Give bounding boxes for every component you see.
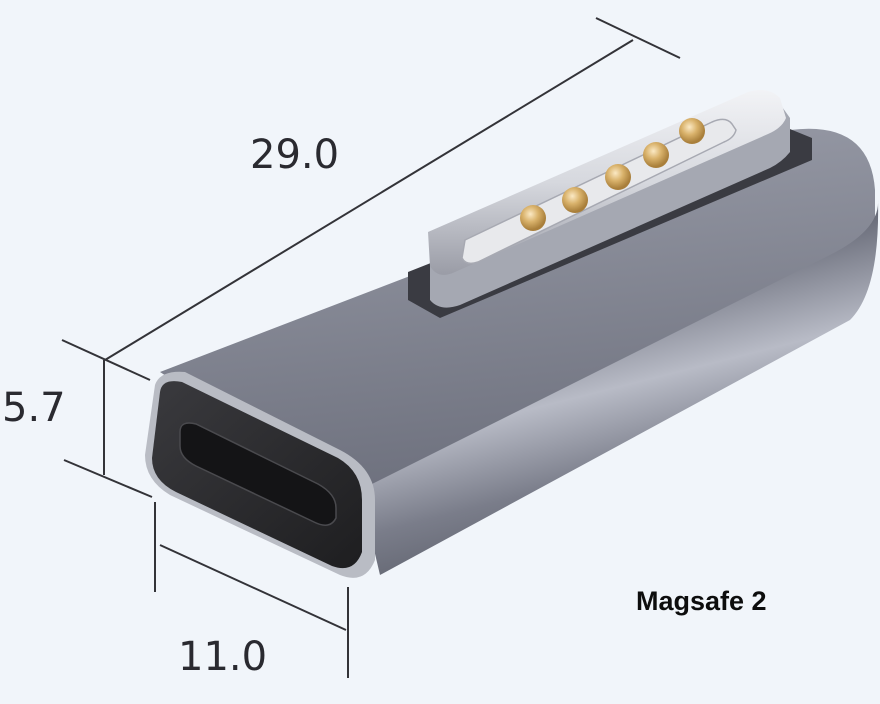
- dimension-lines: [61, 17, 681, 678]
- width-dimension-label: 11.0: [178, 634, 268, 680]
- magsafe-pins: [520, 118, 705, 231]
- pin-icon: [562, 187, 588, 213]
- product-name: Magsafe 2: [636, 586, 767, 616]
- pin-icon: [520, 205, 546, 231]
- height-dimension-label: 5.7: [2, 385, 66, 431]
- pin-icon: [643, 142, 669, 168]
- pin-icon: [679, 118, 705, 144]
- usb-c-port-face: [152, 381, 362, 569]
- length-dimension-label: 29.0: [250, 132, 340, 178]
- pin-icon: [605, 164, 631, 190]
